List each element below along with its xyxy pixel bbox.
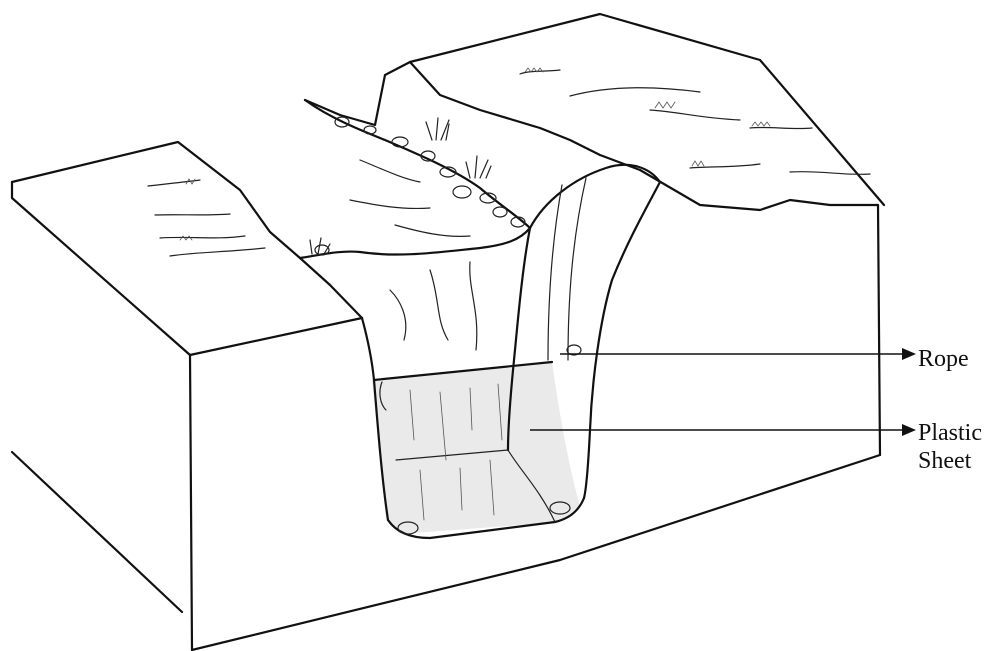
top-surface-far-bank	[305, 14, 884, 210]
channel-slope	[300, 100, 530, 258]
plastic-sheet-label: Plastic Sheet	[918, 419, 982, 475]
plastic-sheet-label-line1: Plastic	[918, 419, 982, 447]
plastic-sheet-label-line2: Sheet	[918, 447, 982, 475]
leader-lines	[530, 348, 916, 436]
plastic-sheet-arrowhead-icon	[902, 424, 916, 436]
rope-arrowhead-icon	[902, 348, 916, 360]
rope-label: Rope	[918, 345, 969, 373]
top-surface-near-bank	[148, 179, 265, 256]
